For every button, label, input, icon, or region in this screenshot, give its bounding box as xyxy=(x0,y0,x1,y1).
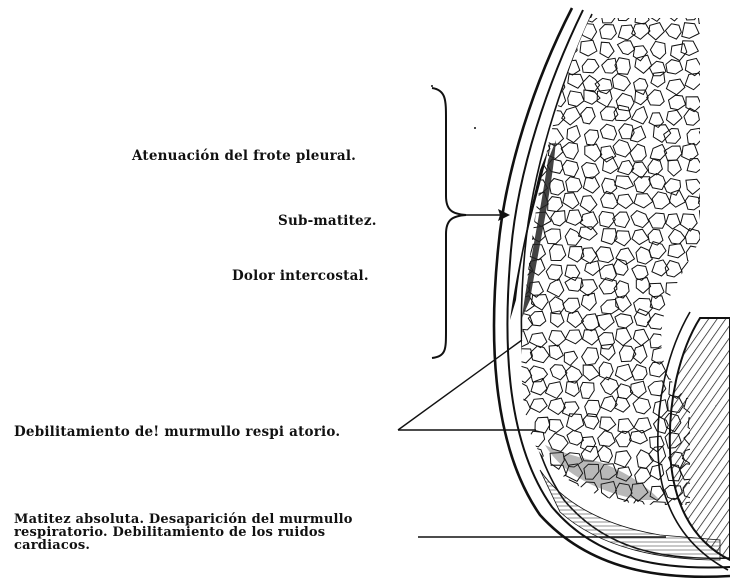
lung-cell xyxy=(498,113,512,128)
lung-cell xyxy=(698,262,715,280)
lung-cell xyxy=(494,41,509,56)
lung-cell xyxy=(515,89,532,105)
label-submatitez: Sub-matitez. xyxy=(278,213,377,229)
lung-cell xyxy=(500,124,515,141)
lung-cell xyxy=(699,277,714,292)
lung-cell xyxy=(499,25,515,42)
lung-cell xyxy=(699,209,716,224)
bracket-brace xyxy=(432,88,466,358)
lung-cell xyxy=(515,75,530,91)
speck xyxy=(431,85,433,87)
lung-cell xyxy=(531,43,548,59)
lung-cell xyxy=(500,78,515,93)
lung-cell xyxy=(703,181,719,196)
lung-cell xyxy=(513,22,528,40)
lung-cell xyxy=(496,93,512,109)
lung-cell xyxy=(683,3,698,20)
lung-cell xyxy=(704,79,721,94)
lung-cell xyxy=(496,484,513,499)
lung-cell xyxy=(681,278,699,294)
lung-cell xyxy=(512,58,527,77)
label-matitez-absoluta: Matitez absoluta. Desaparición del murmu… xyxy=(14,513,399,552)
lung-cell xyxy=(512,501,528,516)
lung-cell xyxy=(701,59,717,74)
lung-cell xyxy=(704,247,720,263)
lung-cell xyxy=(497,57,511,72)
lung-cell xyxy=(702,162,718,176)
lung-cell xyxy=(497,8,514,23)
lung-cell xyxy=(702,297,721,314)
lung-cell xyxy=(534,6,551,20)
lung-cell xyxy=(703,22,719,38)
lung-cell xyxy=(686,296,701,314)
lung-cell xyxy=(531,23,548,38)
lung-cell xyxy=(699,128,715,143)
lung-cell xyxy=(703,43,720,57)
lung-cell xyxy=(701,91,717,107)
label-matitez-line-3: cardiacos. xyxy=(14,539,399,552)
lung-cell xyxy=(499,465,515,481)
lung-cell xyxy=(700,112,715,127)
lung-cell xyxy=(698,8,716,25)
lung-cell xyxy=(498,261,515,276)
lung-cell xyxy=(512,40,528,55)
label-debilitamiento: Debilitamiento de! murmullo respi atorio… xyxy=(14,424,340,440)
lung-cell xyxy=(698,194,715,211)
lung-cell xyxy=(497,498,515,513)
lung-cell xyxy=(513,7,526,24)
lung-cell xyxy=(615,500,633,519)
label-frote-pleural: Atenuación del frote pleural. xyxy=(132,148,356,164)
lung-cell xyxy=(700,230,715,245)
lung-cell xyxy=(669,300,687,314)
lung-cell xyxy=(498,142,513,159)
speck xyxy=(474,127,476,129)
lung-cell xyxy=(598,501,614,516)
label-dolor-intercostal: Dolor intercostal. xyxy=(232,268,369,284)
lung-cell xyxy=(704,142,719,160)
pointer-debil-1 xyxy=(398,340,522,430)
